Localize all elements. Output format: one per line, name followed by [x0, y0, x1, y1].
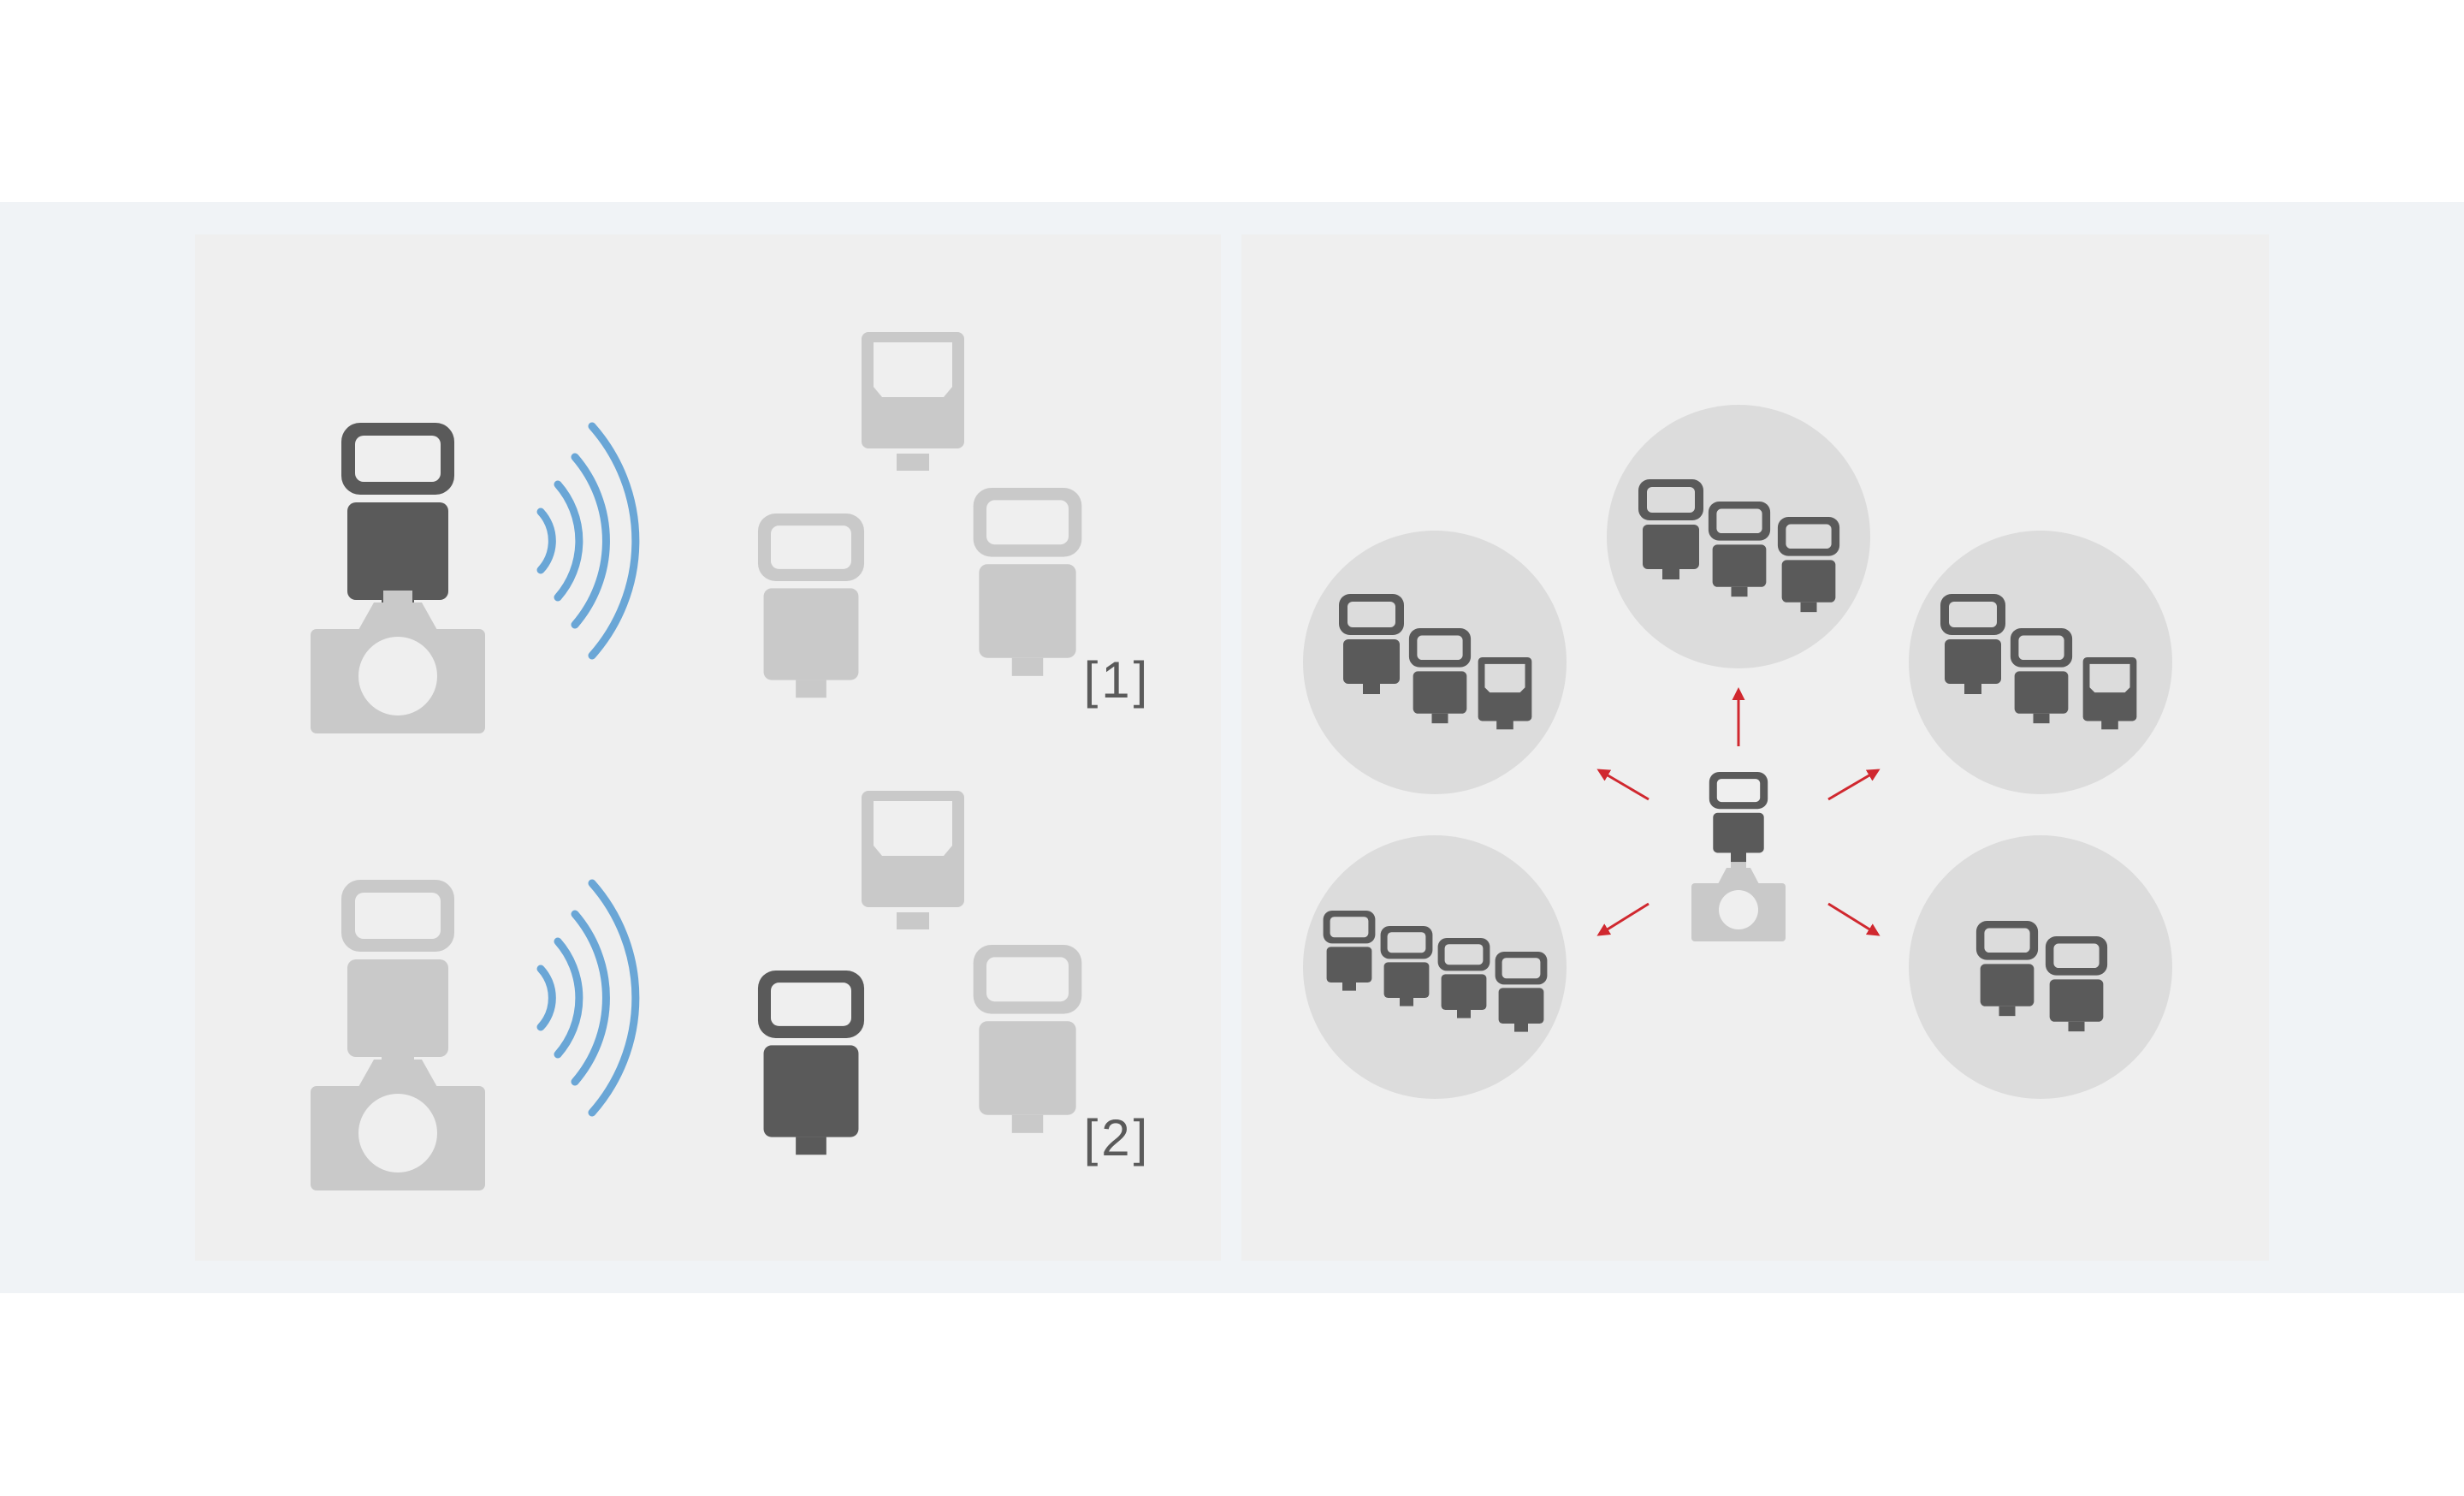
- flash-icon: [973, 945, 1082, 1133]
- flash-icon: [862, 332, 964, 471]
- flash-icon: [862, 791, 964, 929]
- group-lower-left: [1303, 835, 1567, 1099]
- arrows: [1596, 687, 1881, 936]
- flash-icon: [341, 423, 454, 619]
- group-circle: [1303, 835, 1567, 1099]
- flash-icon: [1638, 479, 1703, 579]
- camera-icon: [1691, 863, 1786, 941]
- flash-icon: [1495, 952, 1548, 1032]
- center-camera-with-flash: [1691, 772, 1786, 941]
- group-lower-right: [1909, 835, 2172, 1099]
- scenario-1: [1]: [311, 332, 1152, 733]
- flash-icon: [973, 488, 1082, 676]
- flash-icon: [2045, 936, 2108, 1032]
- wireless-signal-icon: [541, 426, 636, 656]
- group-upper-right: [1909, 531, 2172, 794]
- flash-icon: [1437, 938, 1490, 1018]
- flash-icon: [757, 514, 865, 698]
- arrow-icon: [1827, 769, 1881, 801]
- scenario-label-1: [1]: [1084, 651, 1152, 709]
- left-panel: [1] [2]: [195, 234, 1221, 1261]
- flash-icon: [1975, 921, 2039, 1017]
- flash-icon: [1777, 517, 1840, 613]
- arrow-icon: [1596, 902, 1650, 936]
- group-circle: [1909, 835, 2172, 1099]
- scenario-2: [2]: [311, 791, 1152, 1190]
- scenario-label-2: [2]: [1084, 1109, 1152, 1167]
- right-panel-diagram: [1303, 405, 2172, 1099]
- flash-icon: [1339, 594, 1404, 694]
- flash-icon: [2010, 628, 2073, 724]
- camera-icon: [311, 591, 485, 733]
- flash-icon: [1478, 657, 1532, 730]
- flash-icon: [757, 971, 865, 1155]
- flash-icon: [1408, 628, 1472, 724]
- flash-icon: [1708, 502, 1771, 597]
- left-panel-diagram: [1] [2]: [311, 332, 1152, 1190]
- arrow-icon: [1827, 902, 1881, 936]
- flash-icon: [1940, 594, 2005, 694]
- arrow-icon: [1596, 769, 1650, 801]
- flash-icon: [2082, 657, 2137, 730]
- wireless-signal-icon: [541, 883, 636, 1113]
- right-panel: [1241, 234, 2269, 1261]
- group-top: [1607, 405, 1870, 668]
- camera-icon: [311, 1048, 485, 1190]
- flash-icon: [1380, 926, 1433, 1006]
- flash-icon: [1709, 772, 1768, 863]
- flash-icon: [1323, 911, 1376, 991]
- flash-icon: [341, 880, 454, 1076]
- group-upper-left: [1303, 531, 1567, 794]
